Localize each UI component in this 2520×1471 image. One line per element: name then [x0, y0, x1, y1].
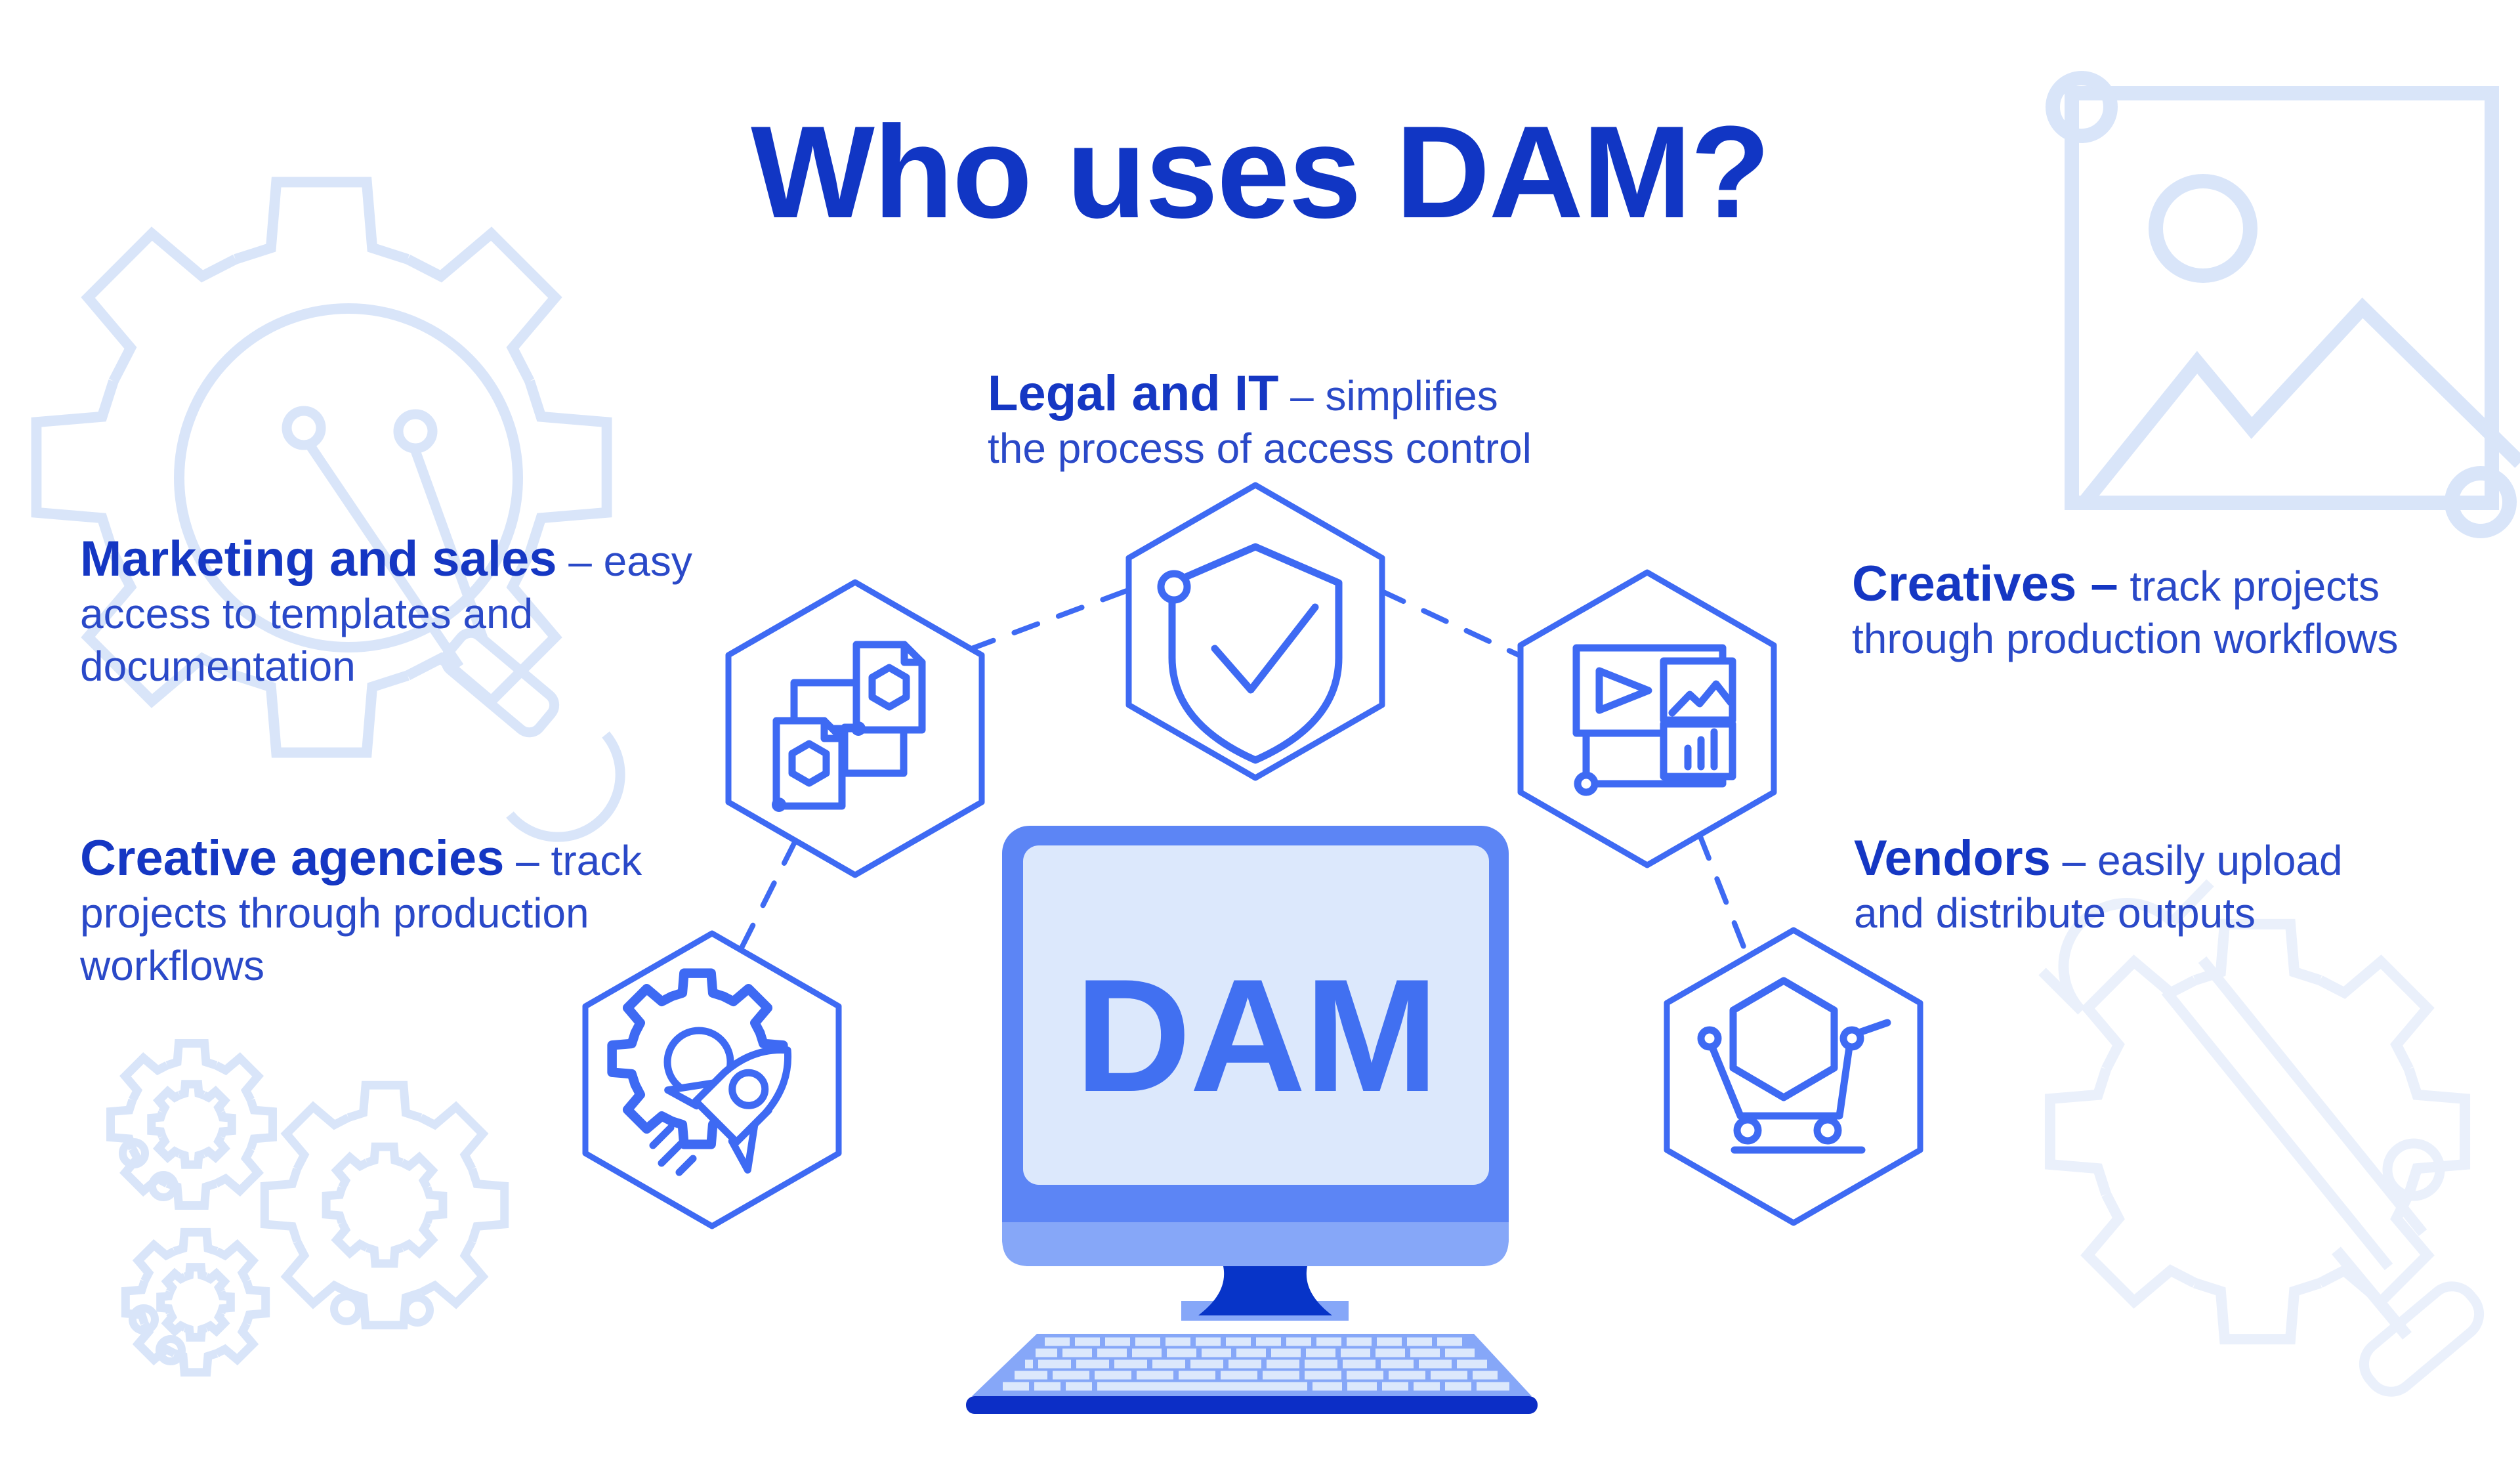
shield-check-icon	[1157, 543, 1343, 764]
marketing-hexagon	[725, 579, 985, 878]
label-head: Creatives –	[1852, 556, 2118, 612]
agencies-hexagon	[582, 930, 842, 1229]
gear-tools-watermark	[2038, 879, 2485, 1397]
monitor-stand-stem	[1198, 1266, 1332, 1315]
label-head: Vendors	[1854, 830, 2051, 886]
label-line: Creative agencies – track	[80, 832, 736, 887]
dashed-connectors	[738, 587, 1750, 958]
label-line: Vendors – easily upload	[1854, 832, 2445, 887]
vendors-hexagon	[1664, 927, 1923, 1226]
label-line: Marketing and sales – easy	[80, 533, 769, 587]
gear-lightbulb-watermark	[36, 182, 625, 842]
rocket-gear-icon	[612, 973, 792, 1176]
label-vendors: Vendors – easily upload and distribute o…	[1854, 832, 2445, 939]
shopping-cart-icon	[1697, 977, 1891, 1154]
keyboard-bottom-edge	[966, 1396, 1538, 1414]
label-line: the process of access control	[988, 425, 1532, 472]
label-line: projects through production	[80, 889, 589, 937]
label-line: and distribute outputs	[1854, 889, 2256, 937]
label-rest: track projects	[2130, 563, 2380, 610]
label-rest: – easy	[568, 538, 692, 585]
label-creatives: Creatives – track projects through produ…	[1852, 558, 2482, 665]
label-creative-agencies: Creative agencies – track projects throu…	[80, 832, 736, 992]
image-placeholder-watermark	[2046, 71, 2520, 538]
label-line: workflows	[80, 942, 264, 989]
desktop-computer-illustration: DAM	[966, 826, 1538, 1414]
monitor-screen	[1023, 845, 1489, 1185]
gears-watermark	[111, 1044, 505, 1373]
legal-hexagon	[1125, 482, 1385, 781]
label-head: Creative agencies	[80, 830, 505, 886]
label-head: Legal and IT	[988, 366, 1279, 421]
label-line: documentation	[80, 643, 356, 690]
label-rest: – track	[516, 837, 642, 884]
keyboard-illustration	[966, 1334, 1538, 1414]
monitor-chin	[1002, 1222, 1509, 1266]
label-rest: – simplifies	[1290, 372, 1498, 419]
creatives-hexagon	[1517, 569, 1777, 868]
label-rest: – easily upload	[2062, 837, 2343, 884]
monitor-screen-label: DAM	[1075, 945, 1437, 1125]
label-head: Marketing and sales	[80, 531, 557, 587]
media-assets-icon	[1572, 644, 1736, 796]
linked-documents-icon	[772, 641, 926, 812]
label-line: Creatives – track projects	[1852, 558, 2482, 612]
page-title: Who uses DAM?	[751, 99, 1771, 245]
label-line: access to templates and	[80, 590, 534, 637]
label-line: through production workflows	[1852, 615, 2399, 662]
label-marketing-and-sales: Marketing and sales – easy access to tem…	[80, 533, 769, 693]
label-legal-and-it: Legal and IT – simplifies the process of…	[988, 368, 1618, 475]
label-line: Legal and IT – simplifies	[988, 368, 1618, 422]
